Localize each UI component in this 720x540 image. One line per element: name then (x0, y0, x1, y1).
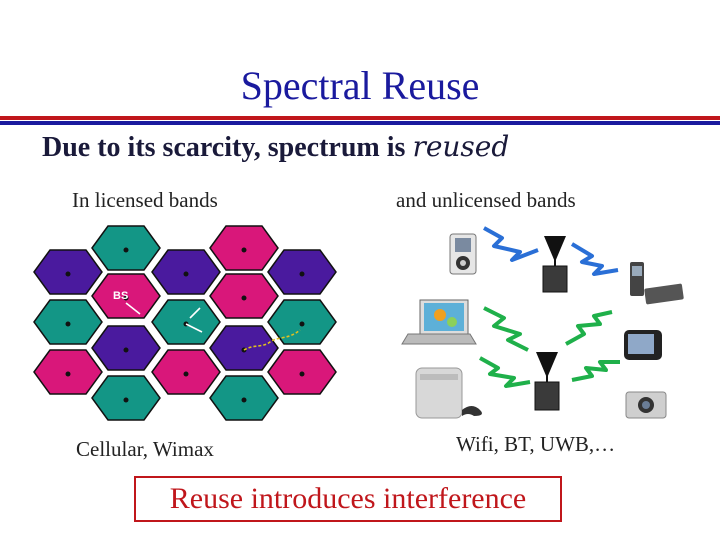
unlicensed-bands-label: and unlicensed bands (396, 188, 576, 212)
wireless-label: Wifi, BT, UWB,… (456, 432, 616, 456)
cellular-label: Cellular, Wimax (76, 437, 214, 461)
signal-arrow (570, 242, 619, 276)
title-rule-blue (0, 121, 720, 125)
subtitle-lead: Due to its scarcity, spectrum is (42, 132, 413, 163)
laptop-icon (401, 299, 477, 345)
access-point-icon (534, 352, 560, 411)
signal-links (125, 302, 301, 351)
cell-phone-icon (630, 262, 684, 305)
access-point-icon (542, 236, 568, 293)
game-console-icon (415, 367, 482, 419)
bs-label: BS (113, 290, 128, 302)
mp3-player-icon (449, 233, 477, 275)
licensed-bands-label: In licensed bands (72, 188, 218, 212)
signal-arrow (479, 356, 531, 388)
portable-media-player-icon (624, 330, 662, 360)
signal-arrow (565, 310, 613, 346)
title-rule-red (0, 116, 720, 120)
interference-callout: Reuse introduces interference (134, 476, 562, 522)
slide-title: Spectral Reuse (240, 63, 480, 108)
signal-arrow (483, 226, 539, 262)
signal-arrow (483, 306, 529, 352)
wireless-signals (479, 226, 620, 388)
slide-subtitle: Due to its scarcity, spectrum is reused (42, 130, 509, 164)
signal-arrow (571, 360, 620, 382)
subtitle-emphasis: reused (412, 130, 510, 163)
base-station-dots (65, 247, 305, 403)
camera-icon (625, 391, 667, 419)
